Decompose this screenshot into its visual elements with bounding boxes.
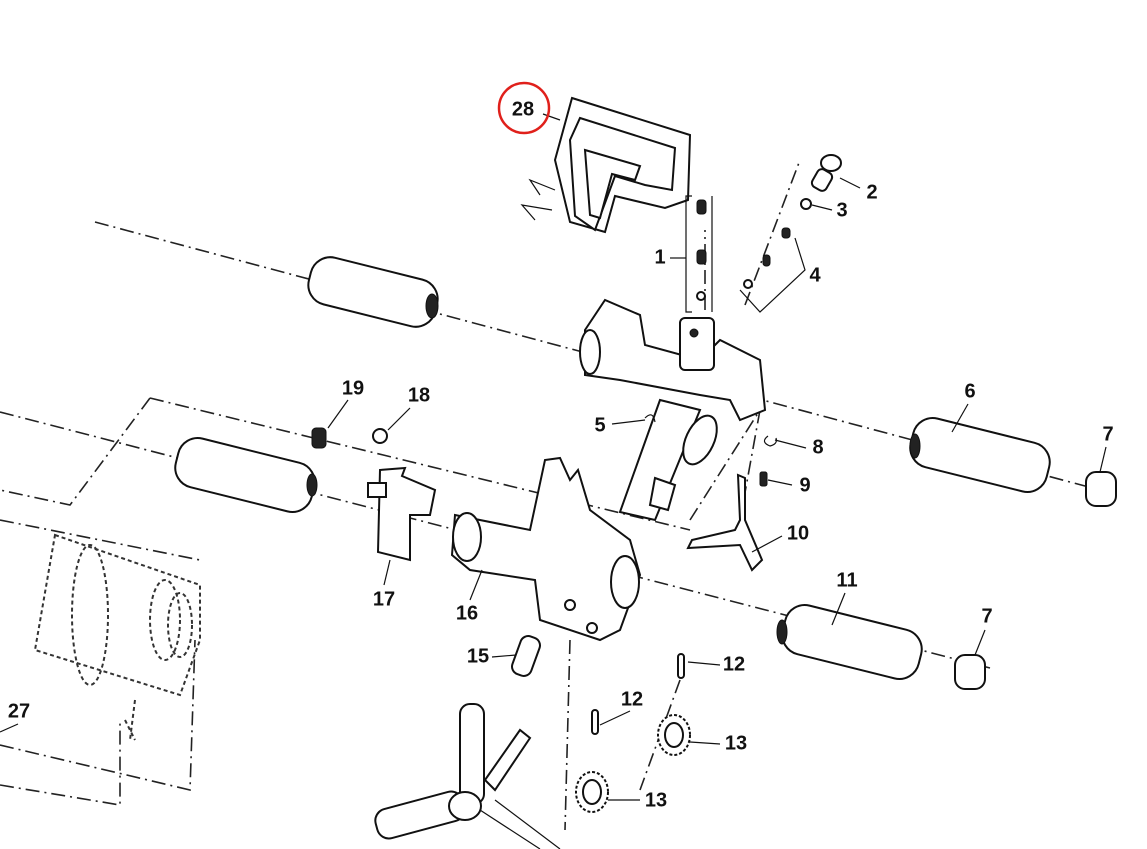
callout-8[interactable]: 8 xyxy=(812,436,823,458)
t-handle[interactable] xyxy=(373,703,561,849)
callout-12b[interactable]: 12 xyxy=(621,688,643,710)
part-6-pin[interactable] xyxy=(906,414,1054,496)
callout-10[interactable]: 10 xyxy=(787,522,809,544)
callout-5[interactable]: 5 xyxy=(594,414,605,436)
gears[interactable] xyxy=(575,653,691,813)
small-clips xyxy=(644,414,777,572)
part-17-bracket[interactable] xyxy=(367,466,437,562)
part-16-body[interactable] xyxy=(450,456,642,642)
callout-11[interactable]: 11 xyxy=(836,569,857,591)
screw-parts xyxy=(685,154,842,313)
callout-2[interactable]: 2 xyxy=(866,181,877,203)
callout-16[interactable]: 16 xyxy=(456,602,478,624)
part-11-pin[interactable] xyxy=(776,601,926,683)
callout-18[interactable]: 18 xyxy=(408,384,430,406)
part-7-cap-bottom[interactable] xyxy=(954,654,986,690)
callout-12[interactable]: 12 xyxy=(723,653,745,675)
part-15-pin[interactable] xyxy=(510,634,542,678)
callout-4[interactable]: 4 xyxy=(809,264,821,286)
part-27-motor xyxy=(33,533,201,741)
callout-1[interactable]: 1 xyxy=(654,246,665,268)
callout-13[interactable]: 13 xyxy=(725,732,747,754)
part-28-cover[interactable] xyxy=(520,96,692,234)
callout-27[interactable]: 27 xyxy=(8,700,30,722)
callout-7b[interactable]: 7 xyxy=(981,605,992,627)
part-7-cap-top[interactable] xyxy=(1085,471,1117,507)
callout-13b[interactable]: 13 xyxy=(645,789,667,811)
callout-15[interactable]: 15 xyxy=(467,645,489,667)
callout-3[interactable]: 3 xyxy=(836,199,847,221)
callout-17[interactable]: 17 xyxy=(373,588,395,610)
main-frame[interactable] xyxy=(579,298,767,522)
callout-19[interactable]: 19 xyxy=(342,377,364,399)
upper-pin[interactable] xyxy=(304,253,442,331)
left-pin[interactable] xyxy=(171,434,319,516)
callout-6[interactable]: 6 xyxy=(964,380,975,402)
callout-labels: 28 2 3 1 4 5 6 7 8 9 10 11 7 12 12 13 13… xyxy=(8,98,1114,811)
part-18-19-screws xyxy=(311,427,388,449)
leader-lines xyxy=(0,113,1107,801)
highlight-circle xyxy=(497,81,551,135)
callout-28[interactable]: 28 xyxy=(512,98,534,120)
callout-7[interactable]: 7 xyxy=(1102,423,1113,445)
callout-9[interactable]: 9 xyxy=(799,474,810,496)
